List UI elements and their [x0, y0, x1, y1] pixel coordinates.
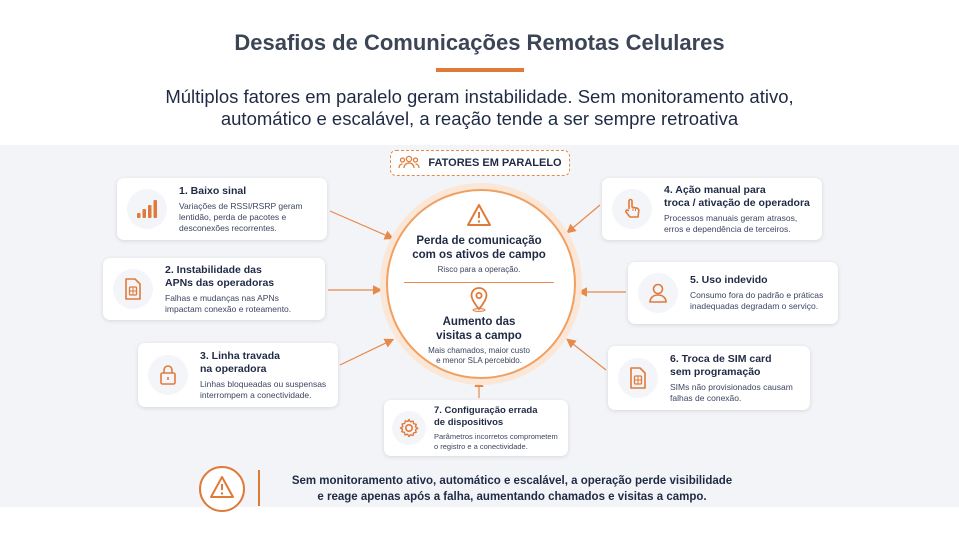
factor-3-title-1: 3. Linha travada — [200, 349, 280, 362]
factor-card-7: 7. Configuração errada de dispositivos P… — [384, 400, 568, 456]
factor-6-title-1: 6. Troca de SIM card — [670, 352, 772, 365]
factor-4-title-1: 4. Ação manual para — [664, 183, 766, 196]
user-icon — [638, 273, 678, 313]
arrow-factor-4 — [566, 204, 601, 234]
arrow-factor-1 — [329, 210, 395, 240]
arrow-factor-6 — [566, 338, 607, 371]
factor-4-title-2: troca / ativação de operadora — [664, 196, 810, 209]
sim-card-icon — [113, 269, 153, 309]
factor-card-4: 4. Ação manual para troca / ativação de … — [602, 178, 822, 240]
warning-icon — [466, 203, 492, 232]
location-pin-icon — [467, 286, 491, 317]
factor-card-1: 1. Baixo sinal Variações de RSSI/RSRP ge… — [117, 178, 327, 240]
impact-bottom-desc-1: Mais chamados, maior custo — [428, 346, 530, 355]
factor-6-title-2: sem programação — [670, 365, 761, 378]
padlock-icon — [148, 355, 188, 395]
factor-7-title-1: 7. Configuração errada — [434, 404, 538, 416]
central-impact-circle — [386, 189, 576, 379]
factor-2-title-2: APNs das operadoras — [165, 276, 275, 289]
subtitle-line-1: Múltiplos fatores em paralelo geram inst… — [165, 86, 794, 107]
impact-top-title-2: com os ativos de campo — [412, 249, 546, 261]
factor-4-desc: Processos manuais geram atrasos,erros e … — [664, 212, 798, 234]
impact-bottom-title-2: visitas a campo — [436, 330, 522, 342]
factor-5-title: 5. Uso indevido — [690, 274, 768, 286]
signal-bars-icon — [127, 189, 167, 229]
factor-card-6: 6. Troca de SIM card sem programação SIM… — [608, 346, 810, 410]
impact-communication-loss: Perda de comunicação com os ativos de ca… — [399, 234, 559, 275]
impact-top-desc: Risco para a operação. — [437, 265, 521, 274]
slide-title: Desafios de Comunicações Remotas Celular… — [234, 30, 725, 55]
footer-separator — [258, 470, 260, 506]
impact-field-visits: Aumento das visitas a campo Mais chamado… — [399, 315, 559, 366]
footer-warning-circle — [199, 466, 245, 512]
impact-top-title-1: Perda de comunicação — [416, 235, 542, 247]
gear-icon — [392, 411, 426, 445]
title-underline — [436, 68, 524, 72]
footer-message: Sem monitoramento ativo, automático e es… — [272, 473, 752, 505]
factor-1-title: 1. Baixo sinal — [179, 184, 247, 197]
factor-card-2: 2. Instabilidade das APNs das operadoras… — [103, 258, 325, 320]
footer-line-2: e reage apenas após a falha, aumentando … — [317, 491, 707, 503]
sim-card-icon — [618, 358, 658, 398]
factor-7-title-2: de dispositivos — [434, 416, 504, 428]
warning-icon — [209, 475, 235, 504]
circle-divider — [404, 282, 554, 283]
parallel-factors-badge: FATORES EM PARALELO — [390, 150, 570, 176]
arrow-factor-3 — [339, 338, 395, 366]
slide-subtitle: Múltiplos fatores em paralelo geram inst… — [100, 86, 859, 130]
badge-label: FATORES EM PARALELO — [428, 157, 562, 169]
factor-card-3: 3. Linha travada na operadora Linhas blo… — [138, 343, 338, 407]
impact-bottom-title-1: Aumento das — [442, 316, 516, 328]
impact-bottom-desc-2: e menor SLA percebido. — [436, 356, 522, 365]
footer-line-1: Sem monitoramento ativo, automático e es… — [291, 475, 733, 487]
hand-pointer-icon — [612, 189, 652, 229]
factor-card-5: 5. Uso indevido Consumo fora do padrão e… — [628, 262, 838, 324]
factor-2-title-1: 2. Instabilidade das — [165, 263, 262, 276]
factor-3-title-2: na operadora — [200, 362, 267, 375]
group-icon — [398, 155, 421, 172]
subtitle-line-2: automático e escalável, a reação tende a… — [220, 108, 739, 129]
